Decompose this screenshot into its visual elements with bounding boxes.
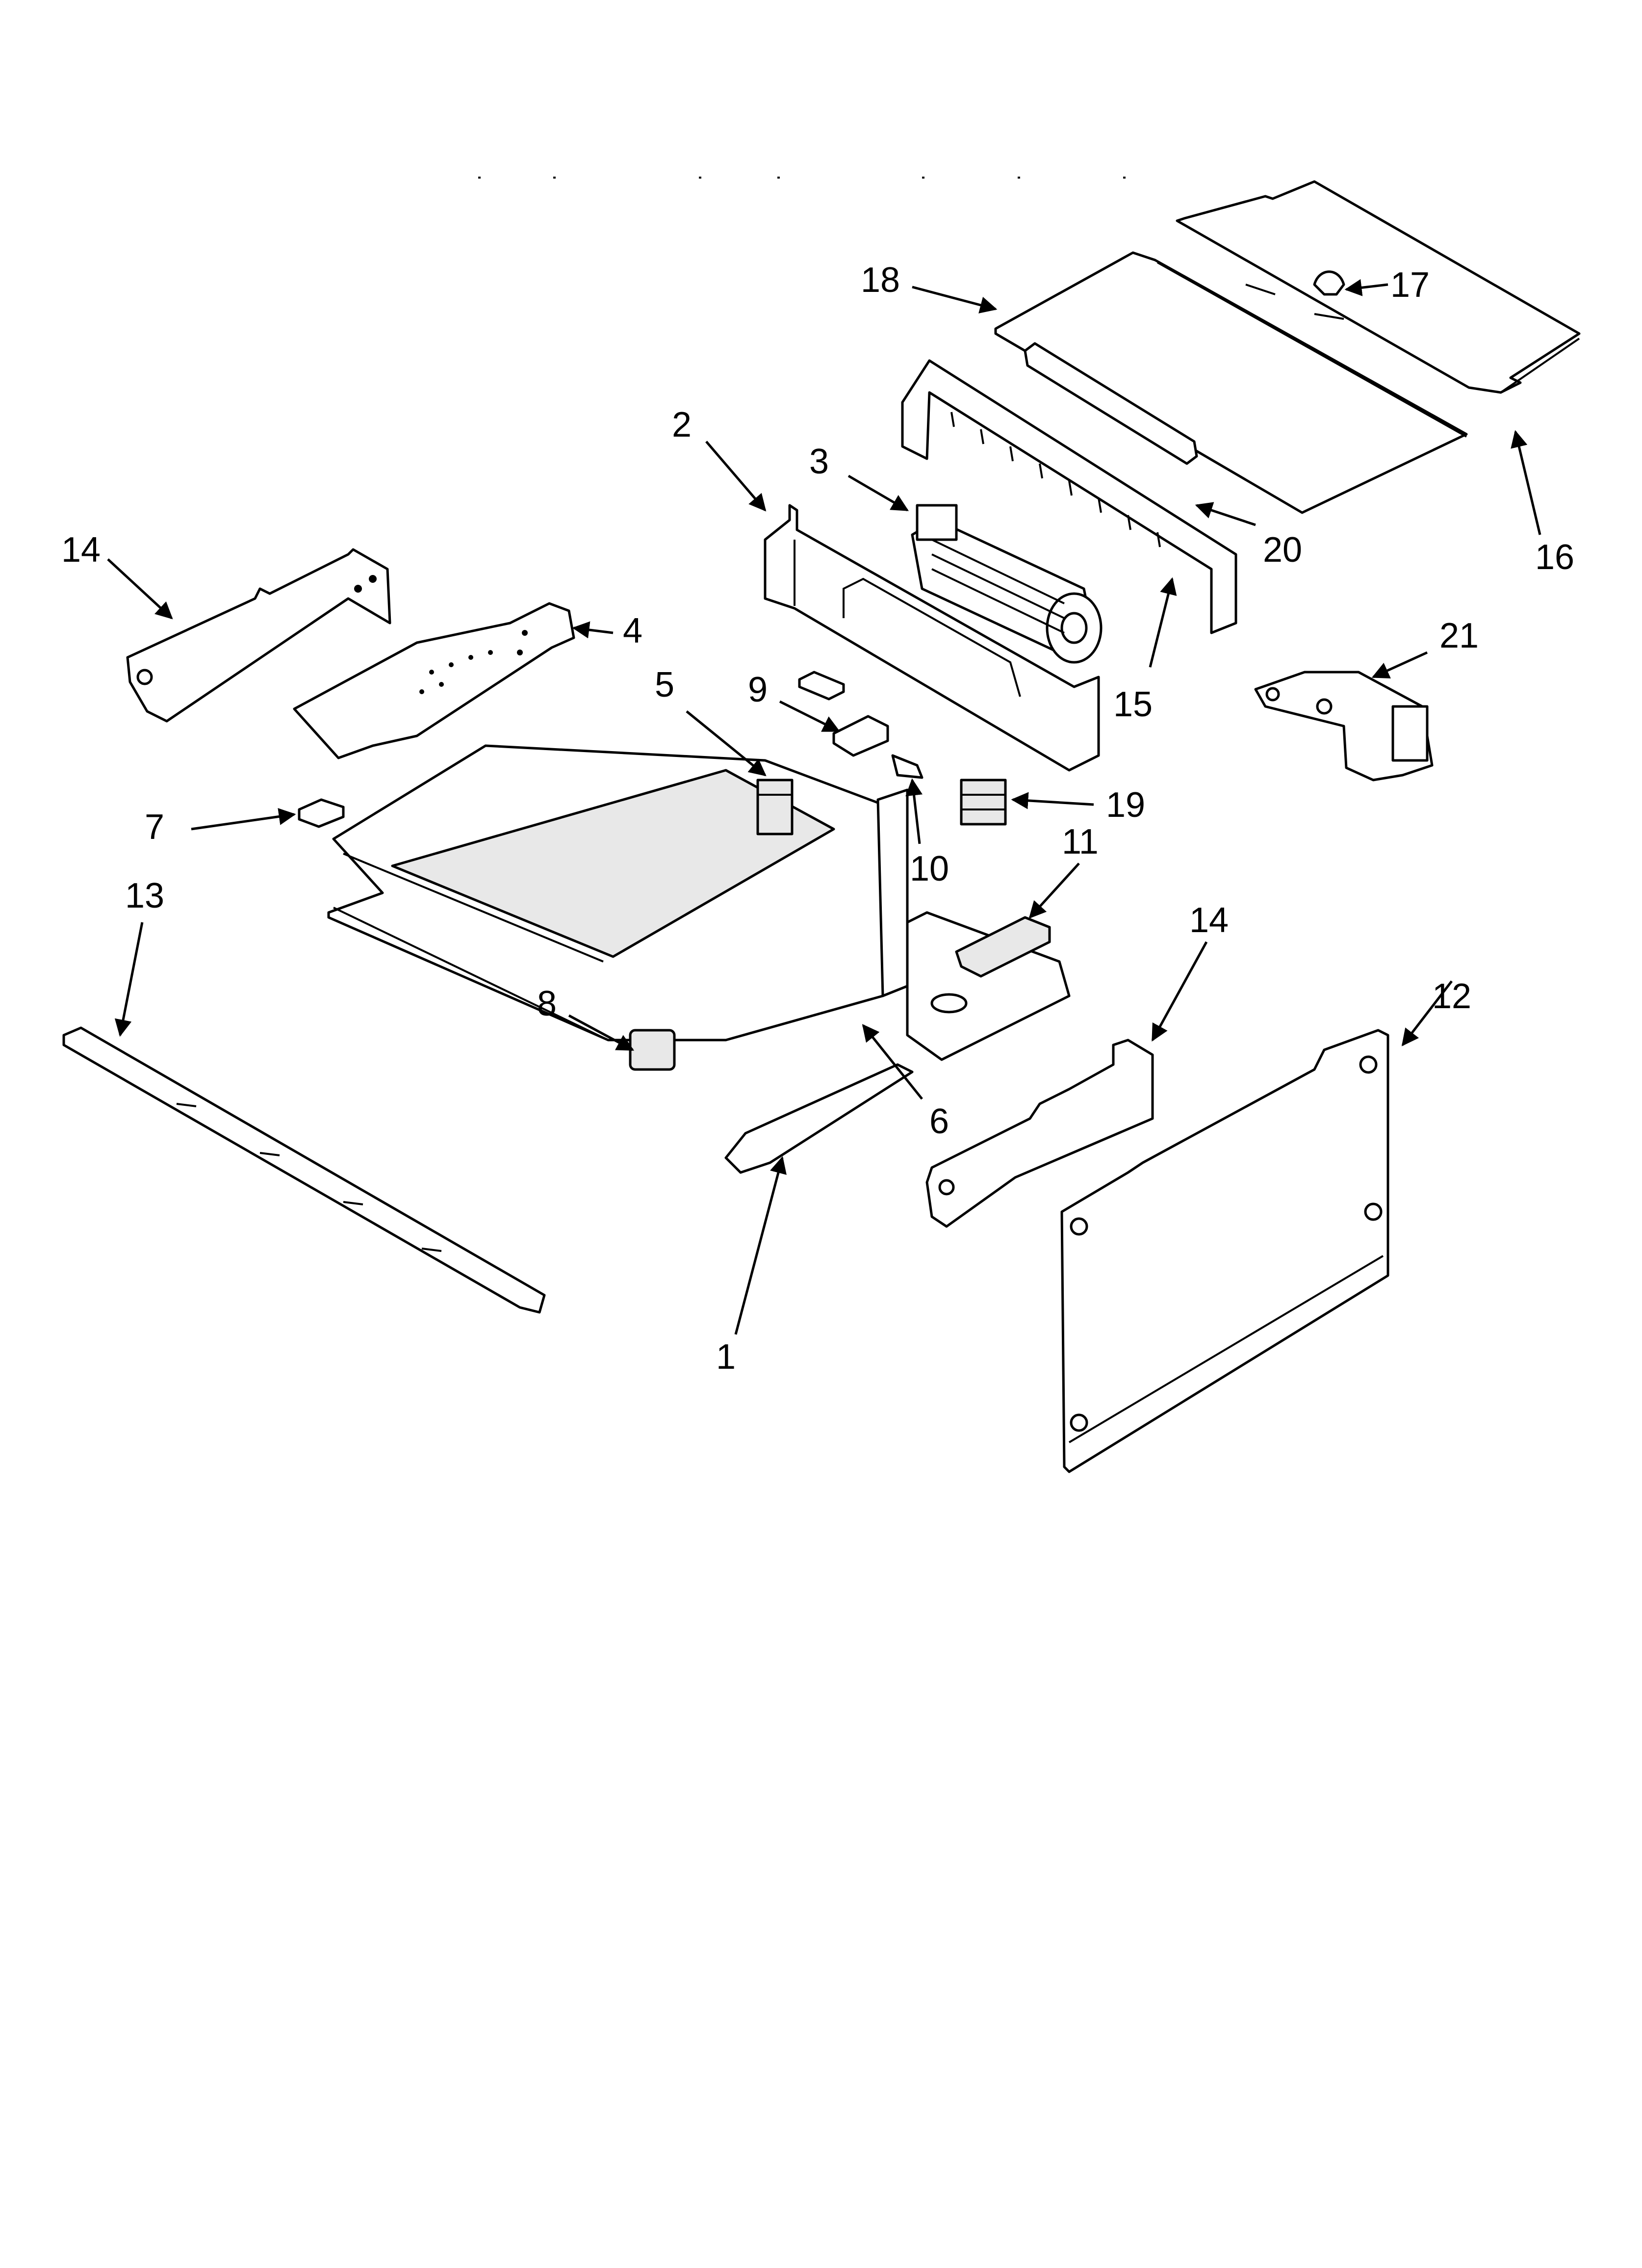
callout-9: 9 [748, 670, 768, 709]
part-2-motor-mount [764, 504, 1100, 772]
part-10-fuse [891, 754, 924, 779]
part-4-plate [293, 602, 575, 759]
callout-12: 12 [1432, 977, 1471, 1016]
part-19-transformer [960, 779, 1007, 826]
callout-11: 11 [1062, 822, 1099, 861]
leader-lines [107, 279, 1541, 1335]
callout-7: 7 [145, 808, 164, 847]
part-14-right-bracket [925, 1039, 1154, 1228]
callout-18: 18 [861, 261, 900, 300]
callout-4: 4 [623, 611, 642, 651]
callout-10: 10 [910, 849, 949, 888]
callout-20: 20 [1263, 530, 1302, 570]
part-17-clip [1313, 270, 1345, 296]
callout-5: 5 [655, 665, 674, 704]
callout-16: 16 [1535, 538, 1574, 577]
part-15-fan-bracket [901, 359, 1237, 634]
callout-14-right: 14 [1189, 901, 1229, 940]
callout-2: 2 [672, 405, 692, 444]
callout-14-left: 14 [61, 530, 101, 570]
part-1-rail [724, 1063, 914, 1174]
callout-8: 8 [537, 984, 557, 1023]
part-18-shield [994, 251, 1468, 514]
callout-17: 17 [1390, 265, 1430, 305]
part-20-gasket [1024, 342, 1198, 465]
callout-labels: 1 2 3 4 5 6 7 8 9 10 11 12 13 14 14 15 1… [61, 261, 1574, 1377]
part-11-terminal-block [906, 911, 1071, 1061]
part-9-relay [832, 715, 889, 757]
callout-1: 1 [716, 1337, 736, 1377]
callout-19: 19 [1106, 785, 1145, 825]
callout-13: 13 [125, 876, 164, 915]
part-13-trim [62, 1026, 546, 1314]
part-7-clip [298, 798, 345, 828]
part-16-top-panel [1176, 180, 1581, 394]
part-14-left-bracket [126, 548, 391, 723]
part-12-side-panel [1060, 1029, 1389, 1473]
part-6-main-housing [327, 744, 909, 1042]
callout-3: 3 [809, 442, 829, 481]
part-21-control-bracket [1254, 671, 1434, 782]
part-5-switch [756, 779, 794, 835]
part-9-small-bracket [798, 671, 845, 701]
part-3-fan-motor [911, 504, 1103, 664]
callout-15: 15 [1113, 685, 1153, 724]
part-8-switch [629, 1029, 676, 1071]
callout-21: 21 [1439, 616, 1479, 655]
callout-6: 6 [929, 1102, 949, 1141]
